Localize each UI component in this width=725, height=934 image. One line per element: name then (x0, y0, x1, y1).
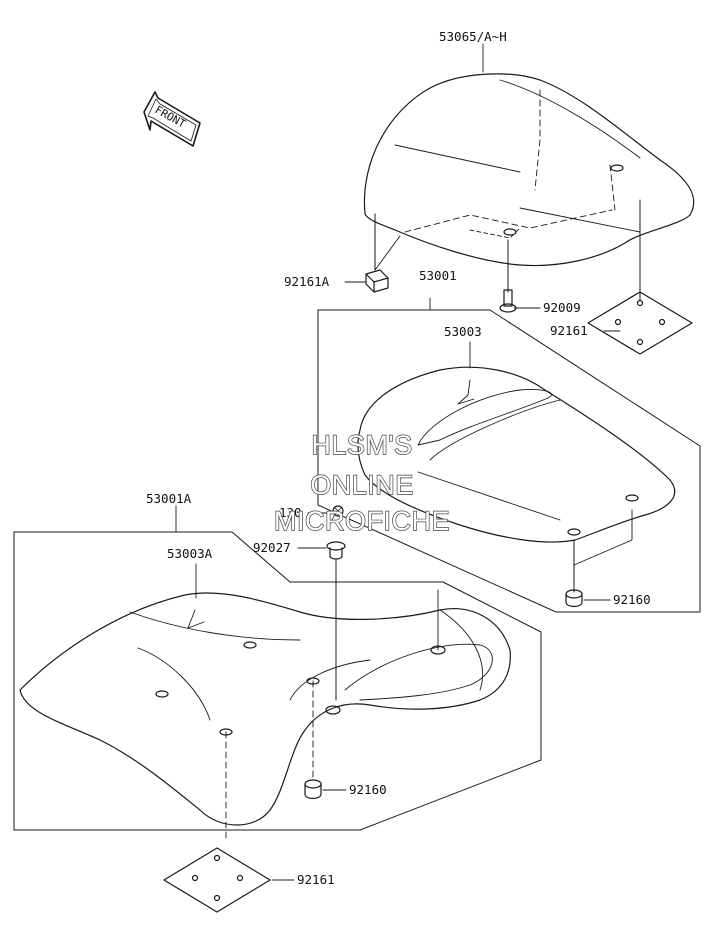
pad-92161-top-part (587, 291, 693, 355)
label-92160-bottom: 92160 (349, 782, 387, 797)
seat-cover-53003a-part (19, 589, 511, 841)
damper-92160-top-part (565, 589, 583, 608)
label-92027: 92027 (253, 540, 291, 555)
label-53003a: 53003A (167, 546, 213, 561)
label-92009: 92009 (543, 300, 581, 315)
label-53065: 53065/A~H (439, 29, 507, 44)
screw-part (328, 505, 344, 527)
watermark: HLSM'S ONLINE MICROFICHE (273, 429, 450, 536)
bolt-92009-part (499, 239, 517, 313)
watermark-line-1: HLSM'S (311, 430, 412, 460)
watermark-line-3: MICROFICHE (274, 506, 450, 536)
collar-92027-part (326, 541, 346, 701)
label-130: 130 (279, 505, 302, 520)
frame-53001 (317, 309, 701, 613)
seat-cover-53003-part (357, 366, 676, 593)
front-label: FRONT (153, 103, 189, 131)
pad-92161-bottom-part (163, 847, 271, 913)
label-53001a: 53001A (146, 491, 192, 506)
label-53003: 53003 (444, 324, 482, 339)
clip-92161a-part (365, 269, 389, 293)
watermark-line-2: ONLINE (310, 470, 414, 500)
label-92161-bottom: 92161 (297, 872, 335, 887)
leader-lines (175, 43, 621, 881)
label-92160-top: 92160 (613, 592, 651, 607)
frame-53001a (13, 531, 542, 831)
damper-92160-bottom-part (304, 779, 322, 800)
label-92161a: 92161A (284, 274, 330, 289)
front-arrow-icon (143, 91, 201, 147)
label-53001: 53001 (419, 268, 457, 283)
label-92161-top: 92161 (550, 323, 588, 338)
seat-cowl-part (363, 73, 695, 301)
